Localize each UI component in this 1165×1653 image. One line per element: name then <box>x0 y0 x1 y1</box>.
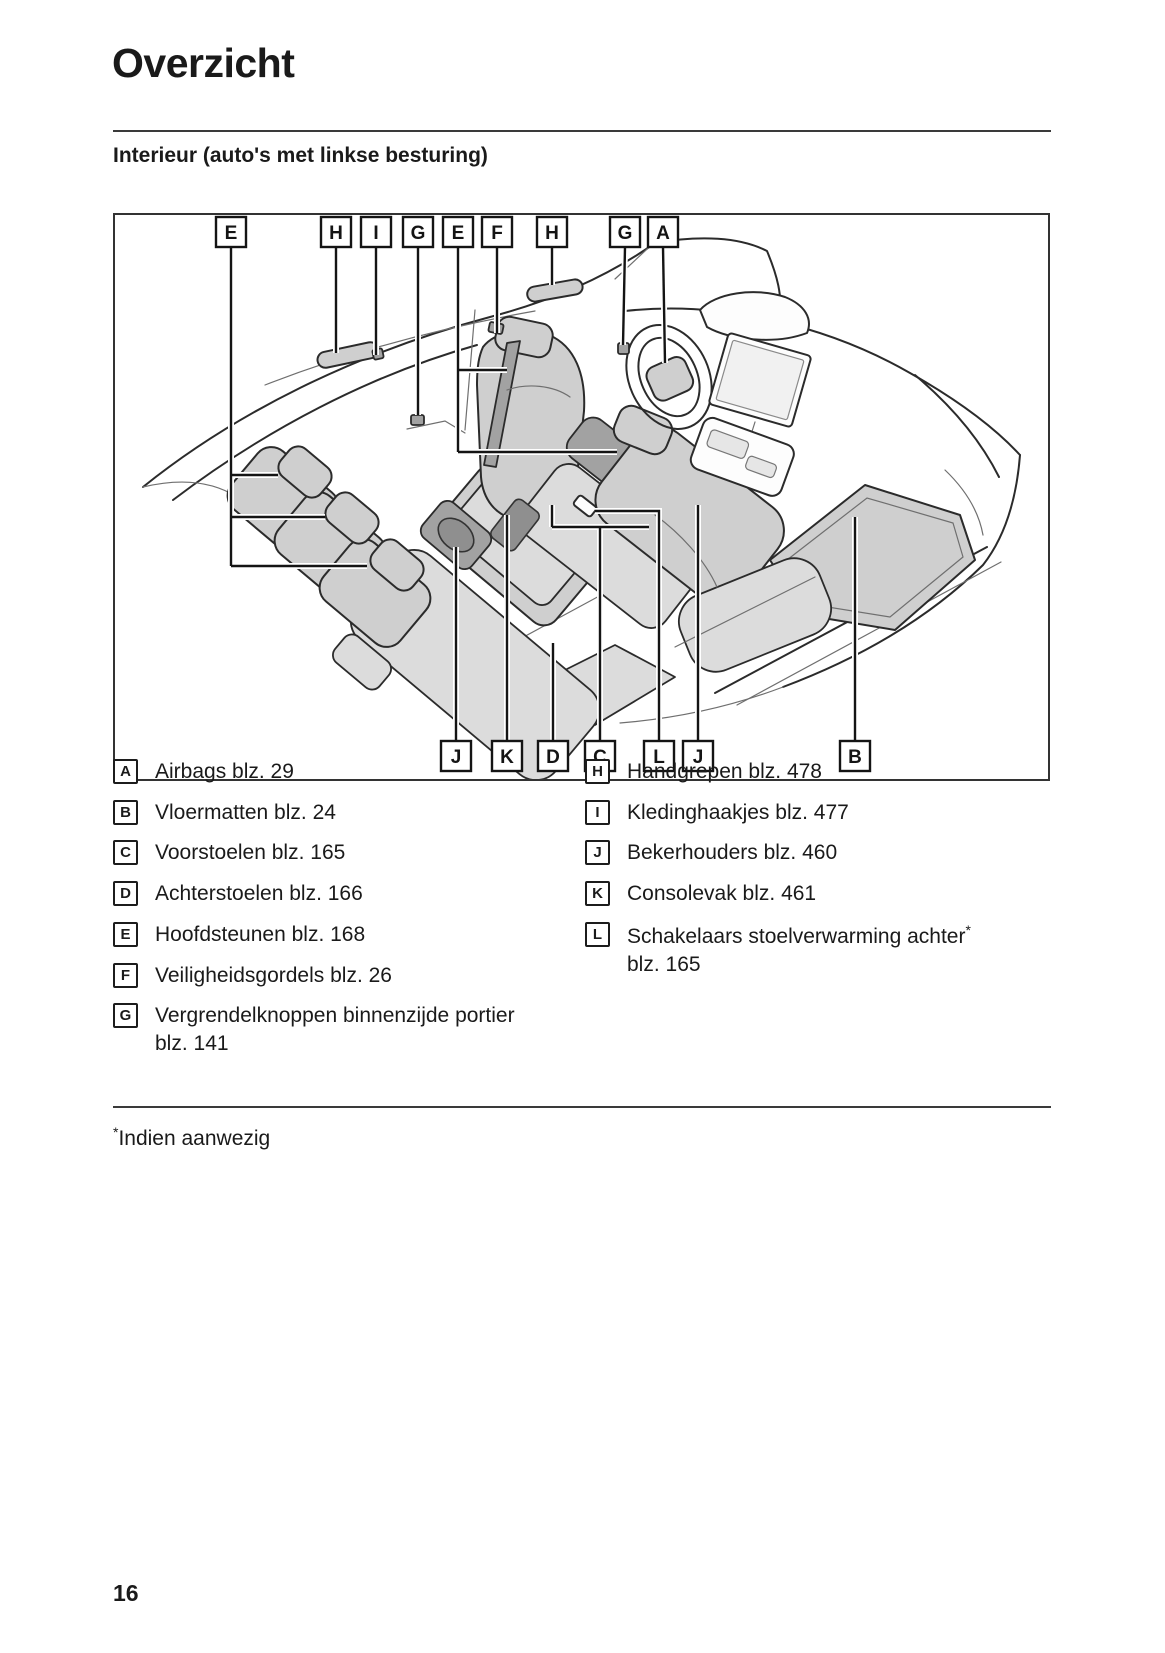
legend-letter-badge: K <box>585 881 610 907</box>
legend-label-line2: blz. 165 <box>627 952 701 976</box>
legend-label: Airbags blz. 29 <box>155 760 294 783</box>
legend-item: J Bekerhouders blz. 460 <box>585 839 1051 867</box>
svg-text:A: A <box>656 223 670 244</box>
legend-column-right: H Handgrepen blz. 478 I Kledinghaakjes b… <box>585 758 1051 991</box>
steering-wheel-art <box>625 324 713 430</box>
seat-heating-switch-art <box>572 494 598 518</box>
car-interior-illustration: E H I G E <box>142 215 1021 779</box>
diagram-callout-label: J <box>681 739 715 773</box>
svg-text:E: E <box>225 223 238 244</box>
footnote: *Indien aanwezig <box>113 1124 270 1151</box>
page-title: Overzicht <box>112 40 295 86</box>
legend-label: Vergrendelknoppen binnenzijde portier bl… <box>155 1004 515 1056</box>
footnote-marker: * <box>113 1124 119 1140</box>
legend-letter-badge: C <box>113 840 138 866</box>
svg-text:K: K <box>500 747 514 768</box>
legend-letter-badge: A <box>113 759 138 784</box>
legend-item: K Consolevak blz. 461 <box>585 880 1051 908</box>
rear-bench-art <box>226 445 603 779</box>
legend-label: Hoofdsteunen blz. 168 <box>155 922 366 946</box>
diagram-callout-label: E <box>441 215 475 249</box>
diagram-callout-label: B <box>838 739 872 773</box>
diagram-callout-label: H <box>319 215 353 249</box>
diagram-callout-label: L <box>642 739 676 773</box>
legend-label-text: Schakelaars stoelverwarming achter <box>627 924 966 948</box>
legend-label: Vloermatten blz. 24 <box>155 800 336 824</box>
diagram-callouts-top: E H I G E <box>214 215 680 249</box>
legend-item: G Vergrendelknoppen binnenzijde portier … <box>113 1002 575 1057</box>
legend-label: Kledinghaakjes blz. 477 <box>627 800 849 824</box>
legend-label: Achterstoelen blz. 166 <box>155 882 363 906</box>
rear-cupholder-art <box>419 500 493 570</box>
svg-text:G: G <box>618 223 633 244</box>
legend-divider <box>113 1106 1051 1108</box>
diagram-callout-label: A <box>646 215 680 249</box>
legend-item: E Hoofdsteunen blz. 168 <box>113 921 575 949</box>
diagram-callouts-bottom: J K D C L <box>439 739 872 773</box>
svg-text:F: F <box>491 223 503 244</box>
legend-letter-badge: I <box>585 799 610 825</box>
svg-text:D: D <box>546 747 560 768</box>
legend-item: L Schakelaars stoelverwarming achter* bl… <box>585 921 1051 978</box>
footnote-text: Indien aanwezig <box>118 1127 271 1150</box>
legend-letter-badge: L <box>585 921 610 947</box>
diagram-callout-label: I <box>359 215 393 249</box>
page-number: 16 <box>113 1580 139 1606</box>
seatbelt-art <box>483 340 521 468</box>
diagram-callout-label: J <box>439 739 473 773</box>
svg-text:E: E <box>452 223 465 244</box>
legend-letter-badge: B <box>113 799 138 825</box>
legend-label: Handgrepen blz. 478 <box>627 760 822 783</box>
section-heading: Interieur (auto's met linkse besturing) <box>113 144 488 167</box>
footnote-marker: * <box>965 921 971 938</box>
legend-letter-badge: F <box>113 962 138 988</box>
legend-label: Voorstoelen blz. 165 <box>155 841 346 865</box>
legend-letter-badge: E <box>113 921 138 947</box>
legend-column-left: A Airbags blz. 29 B Vloermatten blz. 24 … <box>113 758 575 1071</box>
legend-item: H Handgrepen blz. 478 <box>585 758 1051 786</box>
diagram-callout-label: K <box>490 739 524 773</box>
svg-text:L: L <box>653 747 665 768</box>
legend-letter-badge: H <box>585 759 610 784</box>
diagram-callout-label: E <box>214 215 248 249</box>
diagram-callout-label: F <box>480 215 514 249</box>
legend-item: D Achterstoelen blz. 166 <box>113 880 575 908</box>
console-box-art <box>490 498 540 552</box>
legend-letter-badge: J <box>585 840 610 866</box>
svg-text:B: B <box>848 747 862 768</box>
interior-diagram: E H I G E <box>113 213 1050 781</box>
svg-text:H: H <box>329 223 343 244</box>
diagram-callout-label: G <box>401 215 435 249</box>
diagram-callout-label: G <box>608 215 642 249</box>
legend-item: F Veiligheidsgordels blz. 26 <box>113 962 575 990</box>
svg-text:H: H <box>545 223 559 244</box>
legend-label: Veiligheidsgordels blz. 26 <box>155 963 392 987</box>
legend-label: Consolevak blz. 461 <box>627 882 817 906</box>
callout-leader-lines <box>228 246 858 741</box>
dashboard-art <box>625 291 812 497</box>
legend-item: B Vloermatten blz. 24 <box>113 799 575 827</box>
svg-text:J: J <box>451 747 462 768</box>
diagram-callout-label: D <box>536 739 570 773</box>
title-divider <box>113 130 1051 132</box>
legend-item: I Kledinghaakjes blz. 477 <box>585 799 1051 827</box>
svg-text:I: I <box>373 223 378 244</box>
instrument-cluster-art <box>699 291 810 341</box>
diagram-callout-label: H <box>535 215 569 249</box>
driver-seat-art <box>594 404 832 673</box>
legend-item: C Voorstoelen blz. 165 <box>113 839 575 867</box>
svg-text:G: G <box>411 223 426 244</box>
center-stack-tray-art <box>689 416 795 497</box>
center-display-art <box>708 332 812 428</box>
legend-label: Schakelaars stoelverwarming achter* blz.… <box>627 921 971 978</box>
legend-letter-badge: D <box>113 881 138 907</box>
legend-letter-badge: G <box>113 1003 138 1029</box>
svg-text:J: J <box>693 747 704 768</box>
legend-item: A Airbags blz. 29 <box>113 758 575 786</box>
legend-label: Bekerhouders blz. 460 <box>627 841 838 865</box>
